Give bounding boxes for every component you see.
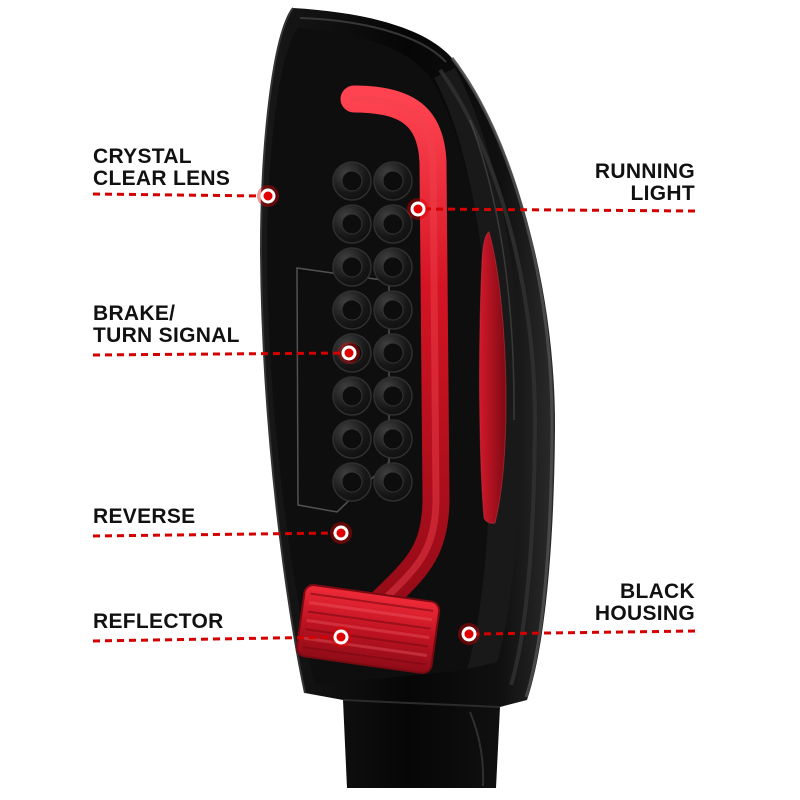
target-marker-black-housing bbox=[458, 623, 480, 645]
leader-line-black-housing bbox=[474, 629, 696, 636]
target-marker-brake-turn-signal bbox=[338, 342, 360, 364]
leader-line-running-light bbox=[423, 207, 696, 213]
target-marker-running-light bbox=[407, 198, 429, 220]
callout-label-brake-turn-signal: BRAKE/ TURN SIGNAL bbox=[93, 303, 240, 347]
side-marker bbox=[479, 231, 507, 524]
callout-line: REVERSE bbox=[93, 505, 196, 528]
callout-label-running-light: RUNNING LIGHT bbox=[595, 161, 695, 205]
bottom-reflector bbox=[295, 584, 441, 674]
callout-line: BRAKE/ bbox=[93, 302, 176, 325]
callout-line: HOUSING bbox=[594, 602, 695, 625]
callout-line: REFLECTOR bbox=[93, 610, 224, 633]
led-array bbox=[332, 161, 413, 502]
callout-line: TURN SIGNAL bbox=[93, 324, 240, 347]
target-markers bbox=[257, 185, 480, 648]
callout-label-black-housing: BLACK HOUSING bbox=[595, 581, 695, 625]
leader-line-crystal-clear-lens bbox=[92, 192, 263, 198]
callout-line: CLEAR LENS bbox=[93, 167, 231, 190]
callout-line: LIGHT bbox=[630, 182, 695, 205]
callout-line: CRYSTAL bbox=[93, 145, 192, 168]
leader-line-reflector bbox=[92, 635, 337, 643]
target-marker-reflector bbox=[330, 626, 352, 648]
callout-label-reverse: REVERSE bbox=[93, 506, 195, 528]
callout-line: BLACK bbox=[620, 580, 695, 603]
callout-label-crystal-clear-lens: CRYSTAL CLEAR LENS bbox=[93, 146, 230, 190]
callout-label-reflector: REFLECTOR bbox=[93, 611, 224, 633]
leader-line-brake-turn-signal bbox=[92, 351, 345, 357]
leader-lines bbox=[92, 192, 696, 643]
leader-line-reverse bbox=[92, 531, 337, 538]
target-marker-reverse bbox=[330, 522, 352, 544]
callout-line: RUNNING bbox=[594, 160, 695, 183]
target-marker-crystal-clear-lens bbox=[257, 185, 279, 207]
